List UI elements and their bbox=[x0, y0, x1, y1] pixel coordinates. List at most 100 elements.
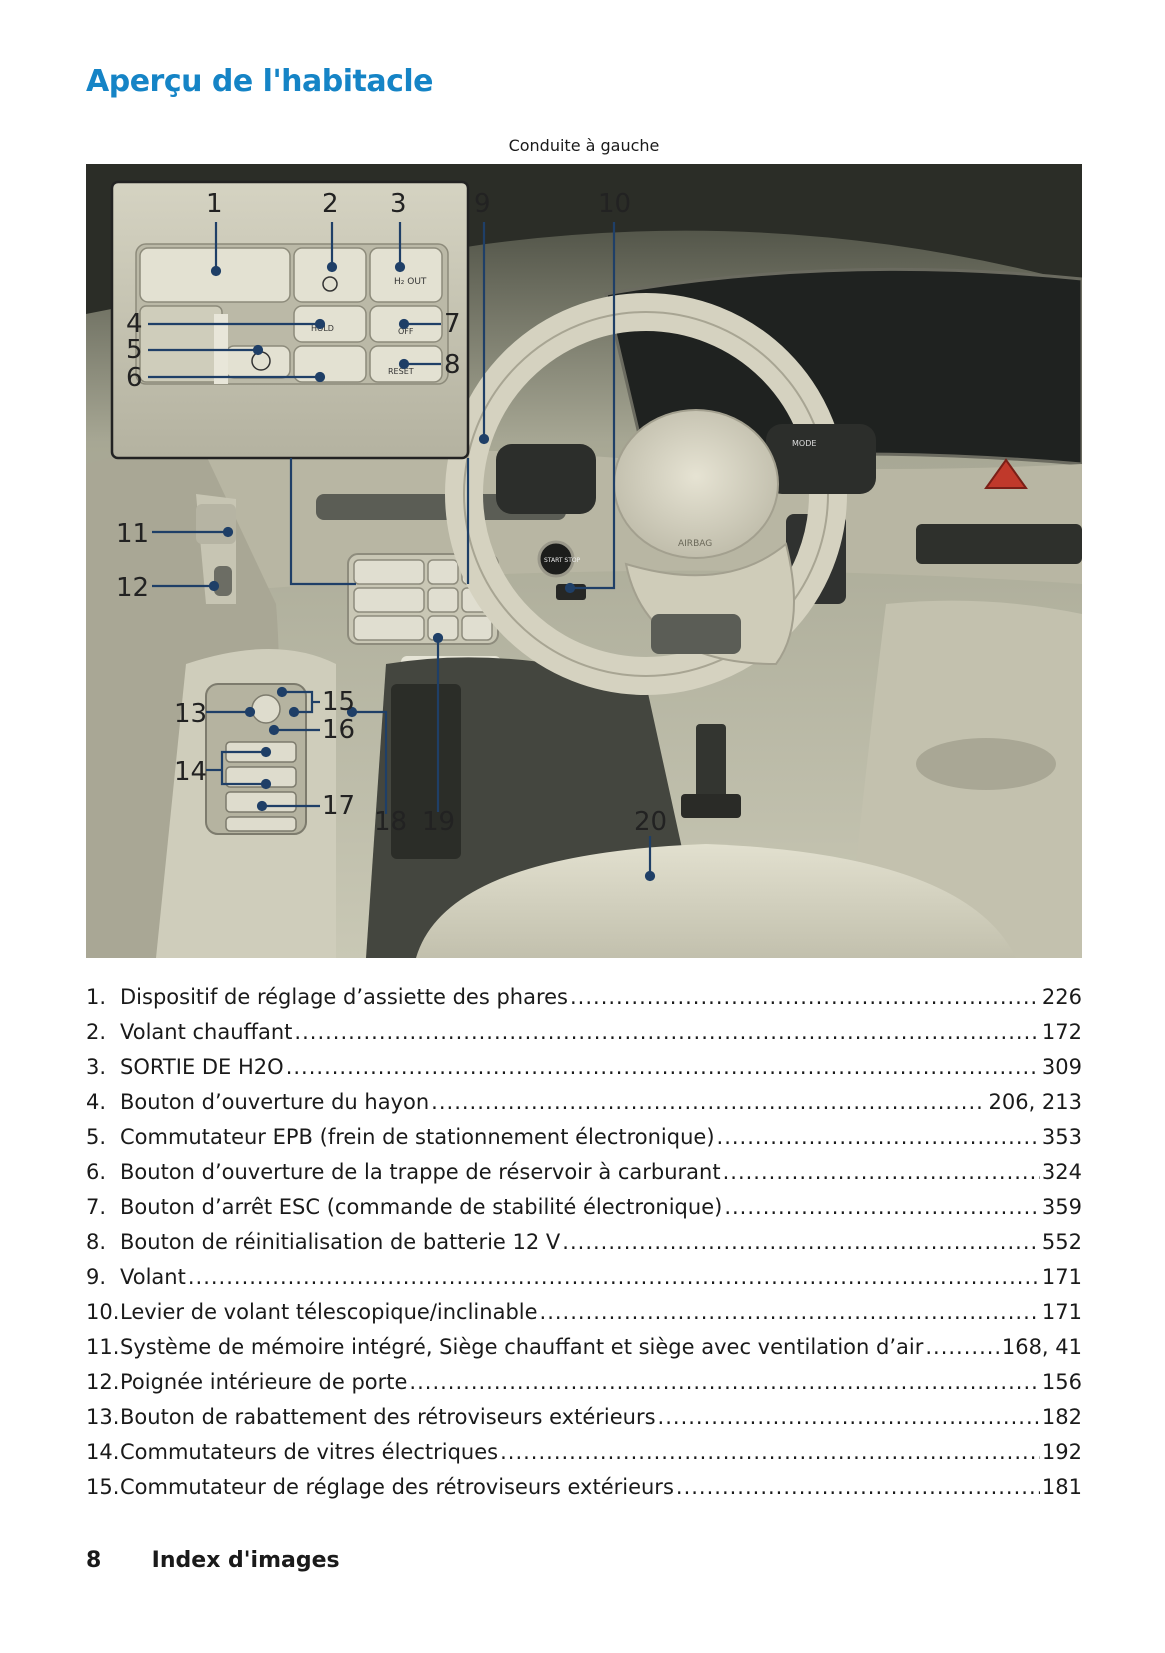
heated-wheel-button bbox=[293, 247, 367, 303]
hazard-button bbox=[984, 458, 1028, 489]
accelerator-pedal bbox=[696, 724, 726, 814]
leader-dots bbox=[286, 1055, 1040, 1079]
leader-dots bbox=[717, 1125, 1040, 1149]
legend-label: Dispositif de réglage d’assiette des pha… bbox=[120, 985, 568, 1009]
leader-dots bbox=[724, 1195, 1040, 1219]
legend-item: 4. Bouton d’ouverture du hayon 206, 213 bbox=[86, 1090, 1082, 1125]
legend-item: 6. Bouton d’ouverture de la trappe de rés… bbox=[86, 1160, 1082, 1195]
page-title: Aperçu de l'habitacle bbox=[86, 64, 434, 99]
climate-controls bbox=[916, 524, 1082, 564]
callout-9: 9 bbox=[474, 189, 491, 219]
legend-item: 10.Levier de volant télescopique/inclina… bbox=[86, 1300, 1082, 1335]
legend-page: 206, 213 bbox=[988, 1090, 1082, 1114]
legend-page: 324 bbox=[1041, 1160, 1082, 1184]
legend-page: 353 bbox=[1041, 1125, 1082, 1149]
legend-label: Commutateur EPB (frein de stationnement … bbox=[120, 1125, 715, 1149]
legend-list: 1.Dispositif de réglage d’assiette des p… bbox=[86, 985, 1082, 1510]
callout-5: 5 bbox=[126, 335, 143, 365]
legend-number: 15. bbox=[86, 1475, 120, 1499]
callout-17: 17 bbox=[322, 791, 355, 821]
legend-label: Bouton d’ouverture du hayon bbox=[120, 1090, 430, 1114]
legend-number: 7. bbox=[86, 1195, 107, 1219]
legend-item: 11.Système de mémoire intégré, Siège cha… bbox=[86, 1335, 1082, 1370]
inset-leader-line bbox=[289, 458, 356, 586]
legend-number: 11. bbox=[86, 1335, 120, 1359]
leader-dots bbox=[562, 1230, 1040, 1254]
off-glyph: OFF bbox=[398, 327, 414, 336]
legend-item: 14.Commutateurs de vitres électriques192 bbox=[86, 1440, 1082, 1475]
legend-number: 6. bbox=[86, 1160, 107, 1184]
legend-number: 5. bbox=[86, 1125, 107, 1149]
legend-page: 182 bbox=[1041, 1405, 1082, 1429]
h2-out-button bbox=[369, 247, 443, 303]
legend-page: 552 bbox=[1041, 1230, 1082, 1254]
callout-7: 7 bbox=[444, 309, 461, 339]
legend-label: Bouton d’ouverture de la trappe de réser… bbox=[120, 1160, 721, 1184]
callout-1: 1 bbox=[206, 189, 223, 219]
legend-label: Volant chauffant bbox=[120, 1020, 293, 1044]
leader-dots bbox=[188, 1265, 1040, 1289]
leader-dots bbox=[431, 1090, 986, 1114]
legend-page: 171 bbox=[1041, 1300, 1082, 1324]
callout-19: 19 bbox=[422, 807, 455, 837]
callout-10: 10 bbox=[598, 189, 631, 219]
leader-dots bbox=[500, 1440, 1040, 1464]
mirror-adjust-knob bbox=[251, 694, 281, 724]
legend-label: Commutateur de réglage des rétroviseurs … bbox=[120, 1475, 674, 1499]
leader-dots bbox=[409, 1370, 1039, 1394]
left-spoke-controls bbox=[496, 444, 596, 514]
legend-label: Volant bbox=[120, 1265, 186, 1289]
leader-dots bbox=[925, 1335, 1000, 1359]
legend-page: 309 bbox=[1041, 1055, 1082, 1079]
legend-item: 7.Bouton d’arrêt ESC (commande de stabil… bbox=[86, 1195, 1082, 1230]
callout-6: 6 bbox=[126, 363, 143, 393]
callout-numbers: 1 2 3 4 5 6 7 8 9 10 11 12 13 14 15 16 1… bbox=[116, 189, 667, 837]
callout-15: 15 bbox=[322, 687, 355, 717]
callout-11: 11 bbox=[116, 519, 149, 549]
leader-dots bbox=[658, 1405, 1040, 1429]
callout-4: 4 bbox=[126, 309, 143, 339]
legend-number: 13. bbox=[86, 1405, 120, 1429]
mode-label: MODE bbox=[792, 439, 816, 448]
fuel-door-button bbox=[293, 345, 367, 383]
floor-mat bbox=[391, 684, 461, 859]
legend-page: 359 bbox=[1041, 1195, 1082, 1219]
legend-number: 4. bbox=[86, 1090, 107, 1114]
legend-page: 172 bbox=[1041, 1020, 1082, 1044]
callout-2: 2 bbox=[322, 189, 339, 219]
legend-label: Poignée intérieure de porte bbox=[120, 1370, 408, 1394]
legend-label: Commutateurs de vitres électriques bbox=[120, 1440, 499, 1464]
callout-20: 20 bbox=[634, 807, 667, 837]
start-button bbox=[537, 540, 575, 578]
cup-holder bbox=[916, 738, 1056, 790]
spoke-opening bbox=[651, 614, 741, 654]
legend-page: 192 bbox=[1041, 1440, 1082, 1464]
legend-page: 181 bbox=[1041, 1475, 1082, 1499]
driver-seat bbox=[416, 844, 1016, 958]
leader-dots bbox=[723, 1160, 1040, 1184]
hold-glyph: HOLD bbox=[311, 324, 334, 333]
h2-out-glyph: H₂ OUT bbox=[394, 277, 427, 287]
leader-dots bbox=[570, 985, 1040, 1009]
airbag-label: AIRBAG bbox=[678, 539, 712, 549]
callout-18: 18 bbox=[374, 807, 407, 837]
legend-page: 156 bbox=[1041, 1370, 1082, 1394]
page-footer: 8 Index d'images bbox=[86, 1548, 340, 1573]
legend-item: 3.SORTIE DE H2O309 bbox=[86, 1055, 1082, 1090]
legend-item: 8.Bouton de réinitialisation de batterie… bbox=[86, 1230, 1082, 1265]
callout-13: 13 bbox=[174, 699, 207, 729]
legend-item: 9.Volant171 bbox=[86, 1265, 1082, 1300]
start-label: START STOP bbox=[544, 557, 581, 564]
leader-dots bbox=[676, 1475, 1040, 1499]
legend-item: 1.Dispositif de réglage d’assiette des p… bbox=[86, 985, 1082, 1020]
legend-item: 2.Volant chauffant172 bbox=[86, 1020, 1082, 1055]
steering-wheel: MODE AIRBAG START STOP bbox=[445, 293, 876, 695]
legend-label: SORTIE DE H2O bbox=[120, 1055, 284, 1079]
pedal-base bbox=[681, 794, 741, 818]
figure-caption: Conduite à gauche bbox=[508, 136, 660, 155]
reset-glyph: RESET bbox=[388, 367, 414, 376]
legend-page: 168, 41 bbox=[1001, 1335, 1082, 1359]
page-number: 8 bbox=[86, 1548, 102, 1573]
memory-seat-buttons bbox=[196, 504, 236, 544]
heated-wheel-icon bbox=[322, 276, 338, 292]
